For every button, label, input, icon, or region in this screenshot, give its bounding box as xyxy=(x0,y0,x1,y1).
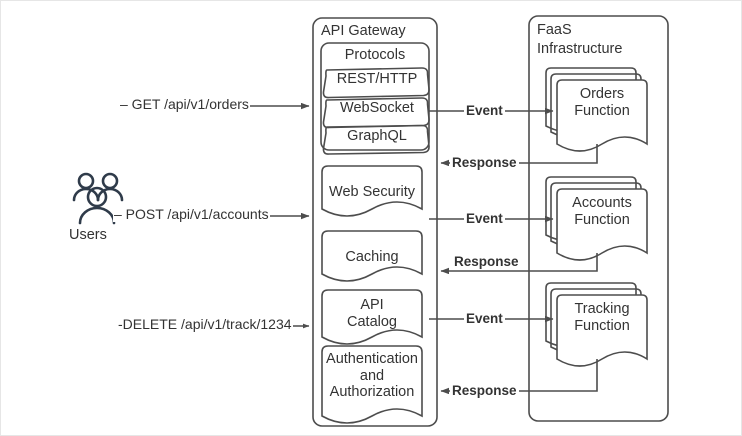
component-caching[interactable]: Caching xyxy=(345,249,399,265)
event-label-1: Event xyxy=(464,103,505,119)
faas-title-line2: Infrastructure xyxy=(537,41,623,57)
response-label-3: Response xyxy=(450,383,519,399)
event-label-3: Event xyxy=(464,311,505,327)
component-shape-api-catalog xyxy=(321,289,423,345)
event-label-2: Event xyxy=(464,211,505,227)
users-group-icon xyxy=(72,172,124,225)
faas-title-line1: FaaS xyxy=(537,22,572,38)
request-label-delete: -DELETE /api/v1/track/1234 xyxy=(117,316,293,333)
response-label-2: Response xyxy=(452,254,521,270)
protocol-websocket[interactable]: WebSocket xyxy=(340,100,414,116)
function-tracking-line1: Tracking xyxy=(574,301,630,317)
component-authentication-authorization[interactable]: Authentication and Authorization xyxy=(319,351,425,401)
function-orders-line2: Function xyxy=(574,102,630,119)
function-accounts-line2: Function xyxy=(574,211,630,228)
protocol-graphql[interactable]: GraphQL xyxy=(347,128,407,144)
component-auth-line2: and xyxy=(359,367,385,384)
component-shape-web-security xyxy=(321,165,423,217)
protocols-title: Protocols xyxy=(344,47,406,63)
users-label: Users xyxy=(69,227,107,243)
function-tracking-line2: Function xyxy=(574,317,630,334)
component-auth-line1: Authentication xyxy=(326,351,418,367)
api-gateway-title: API Gateway xyxy=(321,23,406,39)
function-shape-orders-front xyxy=(556,79,648,152)
function-shape-accounts-front xyxy=(556,188,648,261)
protocol-rest-http[interactable]: REST/HTTP xyxy=(336,71,418,87)
function-orders[interactable]: Orders Function xyxy=(557,86,647,119)
api-gateway-container xyxy=(312,17,438,427)
response-label-1: Response xyxy=(450,155,519,171)
component-auth-line3: Authorization xyxy=(329,384,415,401)
component-shape-caching xyxy=(321,230,423,282)
function-tracking[interactable]: Tracking Function xyxy=(555,301,649,334)
component-api-catalog-line1: API xyxy=(360,297,384,313)
request-label-get: – GET /api/v1/orders xyxy=(119,96,250,113)
response-line-2 xyxy=(440,253,598,275)
component-api-catalog-line2: Catalog xyxy=(347,313,397,330)
protocol-shape-graphql xyxy=(322,124,430,155)
protocol-shape-rest xyxy=(322,67,430,99)
component-shape-auth xyxy=(321,345,423,424)
function-accounts-line1: Accounts xyxy=(572,195,632,211)
request-label-post: – POST /api/v1/accounts xyxy=(113,206,270,223)
function-orders-line1: Orders xyxy=(579,86,625,102)
function-shape-tracking-front xyxy=(556,294,648,367)
protocols-group xyxy=(320,42,430,151)
component-web-security[interactable]: Web Security xyxy=(329,184,415,200)
function-accounts[interactable]: Accounts Function xyxy=(555,195,649,228)
component-api-catalog[interactable]: API Catalog xyxy=(322,297,422,330)
